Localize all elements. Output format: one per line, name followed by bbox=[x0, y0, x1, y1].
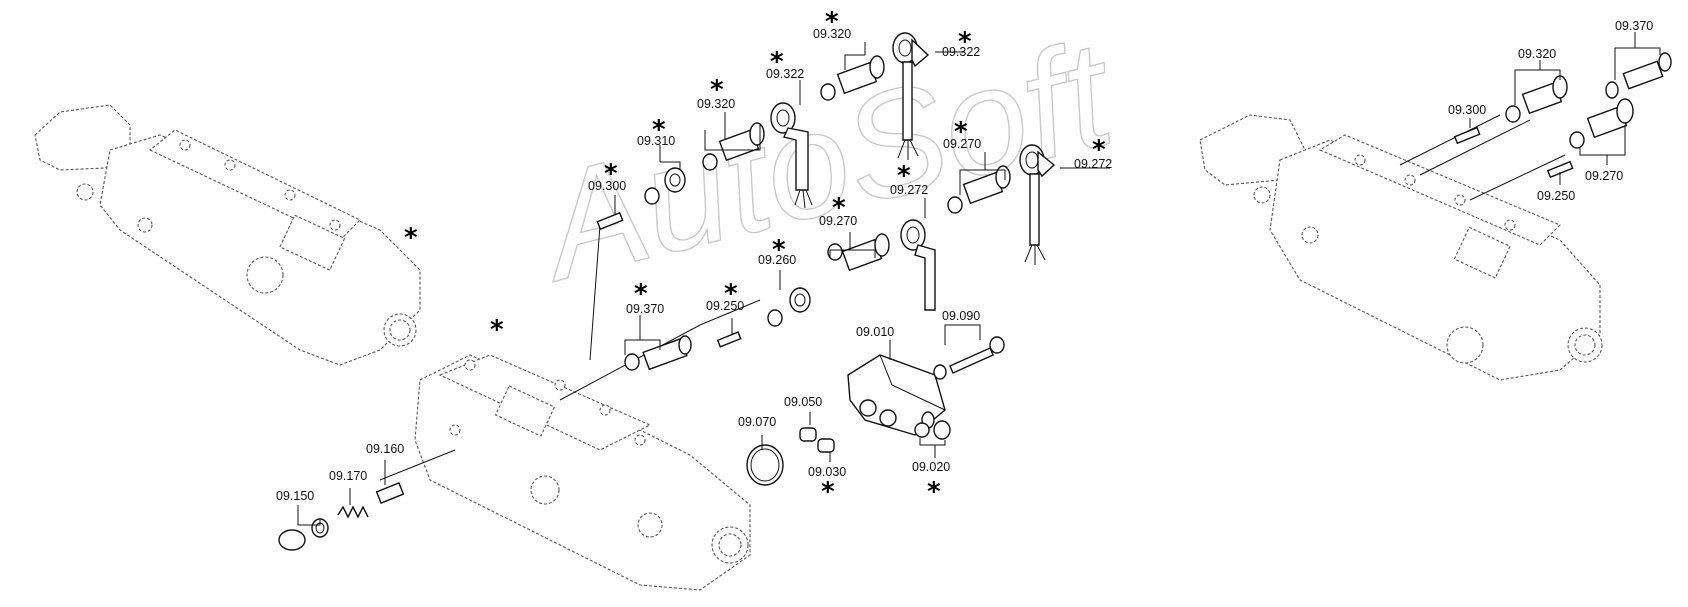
sensor-09-310 bbox=[644, 167, 686, 205]
label-09-070: 09.070 bbox=[738, 415, 776, 429]
asterisk-markers: * * * * * * * * * * * * * * * * * bbox=[404, 7, 1106, 507]
label-09-020: 09.020 bbox=[912, 460, 950, 474]
asterisk: * bbox=[821, 477, 835, 507]
pin-09-250-right bbox=[1546, 160, 1574, 179]
label-r-09-370: 09.370 bbox=[1615, 19, 1653, 33]
label-09-250: 09.250 bbox=[706, 299, 744, 313]
label-09-272-right: 09.272 bbox=[1074, 157, 1112, 171]
label-r-09-270: 09.270 bbox=[1585, 169, 1623, 183]
asterisk: * bbox=[604, 159, 618, 189]
asterisk: * bbox=[404, 223, 418, 253]
asterisk: * bbox=[724, 279, 738, 309]
pin-09-300-right bbox=[1453, 126, 1481, 145]
sensor-09-370-right bbox=[1605, 52, 1672, 99]
sensor-09-320-right bbox=[1505, 75, 1568, 123]
bolt-09-090 bbox=[933, 336, 1005, 380]
label-09-150: 09.150 bbox=[276, 489, 314, 503]
label-r-09-250: 09.250 bbox=[1537, 189, 1575, 203]
screw-09-020 bbox=[914, 420, 951, 440]
label-09-090: 09.090 bbox=[942, 309, 980, 323]
label-09-310: 09.310 bbox=[637, 134, 675, 148]
sensor-09-270-top bbox=[947, 165, 1011, 214]
asterisk: * bbox=[634, 279, 648, 309]
asterisk: * bbox=[958, 27, 972, 57]
connector-09-322-left bbox=[770, 102, 813, 209]
asterisk: * bbox=[1092, 135, 1106, 165]
sensor-09-320-top bbox=[820, 55, 885, 101]
o-ring-09-070 bbox=[746, 444, 784, 486]
label-09-322-left: 09.322 bbox=[766, 67, 804, 81]
sleeve-09-050 bbox=[799, 427, 817, 442]
asterisk: * bbox=[832, 193, 846, 223]
asterisk: * bbox=[772, 235, 786, 265]
label-09-270-top: 09.270 bbox=[943, 137, 981, 151]
asterisk: * bbox=[825, 7, 839, 37]
label-09-322-top: 09.322 bbox=[942, 45, 980, 59]
housing-ghost-right bbox=[1199, 114, 1603, 381]
sensor-09-270-mid bbox=[827, 233, 890, 272]
housing-ghost-left bbox=[34, 104, 421, 366]
asterisk: * bbox=[897, 161, 911, 191]
pin-09-250 bbox=[716, 331, 742, 348]
connector-09-272-right bbox=[1019, 144, 1056, 265]
sensor-09-370 bbox=[624, 335, 692, 371]
label-09-170: 09.170 bbox=[329, 469, 367, 483]
label-09-010: 09.010 bbox=[856, 325, 894, 339]
label-09-270-mid: 09.270 bbox=[819, 214, 857, 228]
label-09-320-top: 09.320 bbox=[813, 27, 851, 41]
label-09-370: 09.370 bbox=[626, 302, 664, 316]
piston-09-160 bbox=[375, 482, 405, 504]
part-number-labels: 09.320 09.322 09.322 09.320 09.310 09.30… bbox=[276, 19, 1653, 503]
label-09-272-mid: 09.272 bbox=[890, 183, 928, 197]
asterisk: * bbox=[770, 47, 784, 77]
plug-09-150 bbox=[278, 518, 329, 551]
label-09-050: 09.050 bbox=[784, 395, 822, 409]
label-09-320-mid: 09.320 bbox=[697, 97, 735, 111]
housing-ghost-center bbox=[414, 354, 751, 591]
label-r-09-300: 09.300 bbox=[1448, 103, 1486, 117]
connector-09-322-top bbox=[892, 32, 930, 160]
valve-block-09-010 bbox=[847, 354, 946, 436]
pin-09-300 bbox=[596, 211, 624, 231]
label-r-09-320: 09.320 bbox=[1518, 47, 1556, 61]
label-09-300: 09.300 bbox=[588, 179, 626, 193]
label-09-030: 09.030 bbox=[808, 465, 846, 479]
spring-09-170 bbox=[337, 505, 369, 519]
asterisk: * bbox=[710, 75, 724, 105]
label-09-260: 09.260 bbox=[758, 253, 796, 267]
sensor-09-260 bbox=[767, 287, 811, 327]
asterisk: * bbox=[954, 117, 968, 147]
sensor-09-270-right bbox=[1569, 98, 1634, 149]
asterisk: * bbox=[652, 115, 666, 145]
sleeve-09-030 bbox=[817, 438, 835, 453]
asterisk: * bbox=[490, 315, 504, 345]
leader-lines bbox=[297, 32, 1661, 526]
asterisk: * bbox=[927, 477, 941, 507]
connector-09-272-mid bbox=[900, 219, 936, 311]
label-09-160: 09.160 bbox=[366, 442, 404, 456]
